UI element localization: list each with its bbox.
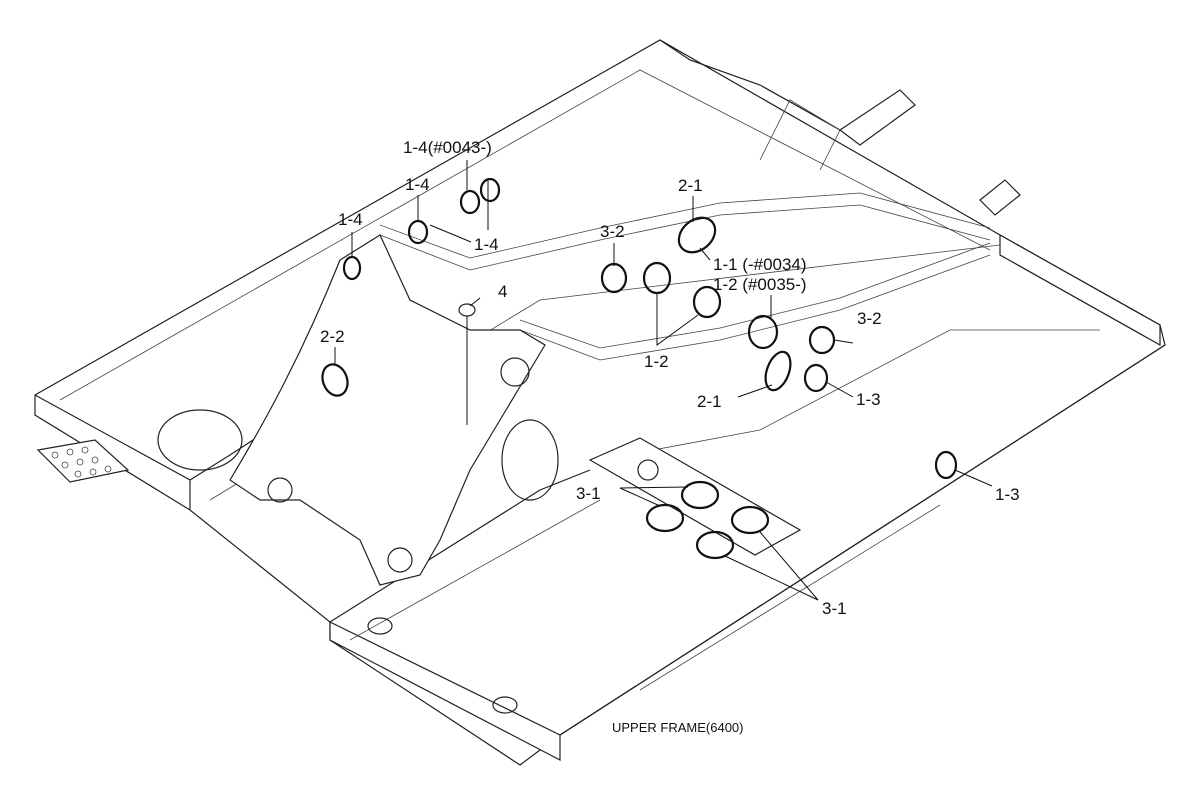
callout-label: 2-1	[697, 392, 722, 411]
frame-body	[34, 39, 1166, 766]
callouts: 1-4(#0043-) 1-4 1-4 1-4 3-2 2-1 1-1 (-#0…	[320, 138, 1020, 618]
callout-label: 4	[498, 282, 507, 301]
callout-label: 3-2	[857, 309, 882, 328]
callout-label: 1-4	[405, 175, 430, 194]
callout-label: 2-2	[320, 327, 345, 346]
ring-2-2	[321, 363, 349, 397]
leader-lines	[334, 160, 993, 601]
ring-1-2	[692, 285, 722, 319]
ring-3-1	[695, 530, 735, 560]
callout-label: 1-4	[338, 210, 363, 229]
callout-label: 2-1	[678, 176, 703, 195]
callout-label: 3-2	[600, 222, 625, 241]
seal-rings	[321, 177, 958, 560]
ring-2-1	[764, 350, 792, 392]
plug-4	[458, 303, 476, 317]
ring-1-3	[934, 450, 958, 480]
callout-label: 3-1	[576, 484, 601, 503]
callout-label: 3-1	[822, 599, 847, 618]
callout-label: 1-2	[644, 352, 669, 371]
ring-1-3	[803, 363, 829, 393]
ring-1-4	[459, 189, 481, 215]
callout-label: 1-2 (#0035-)	[713, 275, 807, 294]
callout-label: 1-3	[856, 390, 881, 409]
callout-label: 1-4	[474, 235, 499, 254]
ring-3-1	[730, 505, 770, 535]
callout-label: 1-1 (-#0034)	[713, 255, 807, 274]
ring-1-4	[479, 177, 501, 203]
callout-label: 1-4(#0043-)	[403, 138, 492, 157]
ring-1-1	[747, 314, 779, 350]
ring-2-1	[677, 216, 717, 254]
ring-3-1	[680, 480, 720, 510]
ring-3-1	[645, 503, 685, 533]
diagram-caption: UPPER FRAME(6400)	[612, 720, 743, 735]
callout-label: 1-3	[995, 485, 1020, 504]
